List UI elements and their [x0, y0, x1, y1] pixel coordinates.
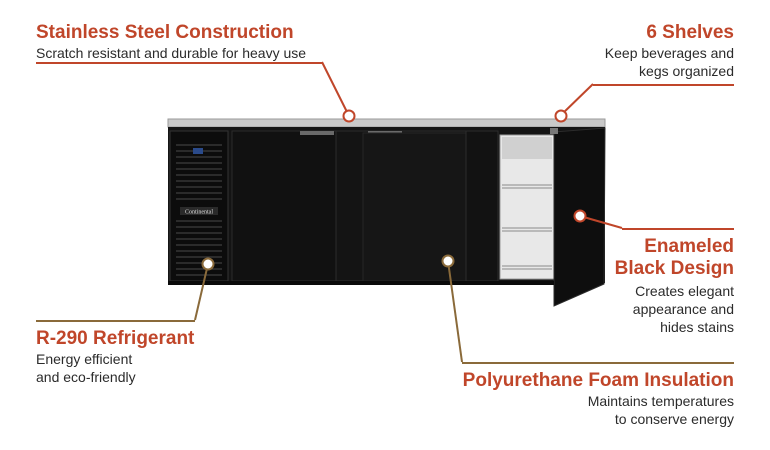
wire-shelves [502, 184, 552, 270]
callout-foam: Polyurethane Foam Insulation Maintains t… [463, 370, 734, 428]
callout-desc-line: Energy efficient [36, 351, 133, 367]
rule-stainless [36, 62, 322, 64]
thermostat-display [193, 148, 203, 154]
cabinet-base [168, 281, 554, 285]
callout-desc-line: Maintains temperatures [587, 393, 734, 409]
marker-shelves [554, 109, 568, 123]
callout-title-line: Black Design [614, 258, 734, 279]
callout-refrigerant: R-290 Refrigerant Energy efficient and e… [36, 328, 194, 386]
leader-stainless [321, 61, 350, 117]
callout-desc-line: Keep beverages and [604, 45, 734, 61]
rule-foam [462, 362, 734, 364]
callout-desc-line: Creates elegant [635, 283, 734, 299]
callout-desc-line: appearance and [632, 301, 734, 317]
callout-desc-line: and eco-friendly [36, 369, 136, 385]
rule-refrigerant [36, 320, 195, 322]
callout-desc-line: to conserve energy [614, 411, 734, 427]
brand-badge: Continental [185, 210, 213, 216]
leader-shelves [559, 83, 594, 117]
marker-stainless [342, 109, 356, 123]
leader-foam [447, 260, 463, 363]
callout-title-line: Enameled [644, 236, 734, 257]
callout-title: Polyurethane Foam Insulation [462, 370, 734, 391]
leader-refrigerant [194, 263, 209, 321]
brand-badge-plate [180, 207, 218, 215]
leader-enameled [579, 215, 623, 229]
door-1-handle [300, 131, 334, 135]
callout-desc-line: kegs organized [639, 63, 734, 79]
interior-back-wall [502, 137, 552, 159]
callout-title: 6 Shelves [646, 22, 734, 43]
callout-desc-line: hides stains [660, 319, 734, 335]
marker-foam [441, 254, 455, 268]
door-3-frame [465, 130, 499, 282]
callout-shelves: 6 Shelves Keep beverages and kegs organi… [605, 22, 734, 80]
rule-shelves [593, 84, 734, 86]
callout-enameled: Enameled Black Design Creates elegant ap… [615, 236, 734, 336]
rule-enameled [622, 228, 734, 230]
hinge-top [550, 128, 558, 134]
callout-desc: Scratch resistant and durable for heavy … [36, 45, 307, 61]
callout-stainless: Stainless Steel Construction Scratch res… [36, 22, 306, 62]
door-1 [231, 130, 337, 282]
marker-enameled [573, 209, 587, 223]
vent-slots [176, 144, 222, 276]
callout-title: Stainless Steel Construction [36, 22, 294, 43]
vent-panel [169, 130, 229, 282]
callout-title: R-290 Refrigerant [36, 328, 195, 349]
stainless-top [167, 118, 606, 128]
marker-refrigerant [201, 257, 215, 271]
